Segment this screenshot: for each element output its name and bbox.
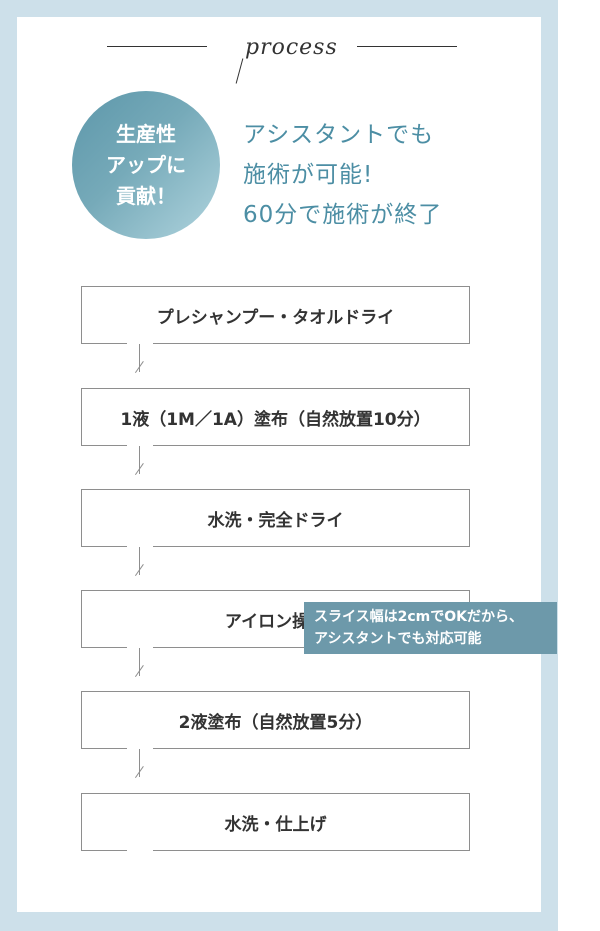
step-gap [127,545,153,549]
section-title: process [227,25,347,85]
flow-arrow-icon [134,547,154,577]
step-gap [127,342,153,346]
process-step-6: 水洗・仕上げ [81,793,470,851]
process-step-label: 2液塗布（自然放置5分） [178,712,373,733]
productivity-badge: 生産性 アップに 貢献！ [72,91,220,239]
process-step-label: 水洗・仕上げ [224,814,327,835]
step-gap [127,747,153,751]
title-line-left [107,46,207,47]
badge-line: 生産性 [116,121,176,146]
step-gap [127,444,153,448]
slice-width-note: スライス幅は2cmでOKだから、 アシスタントでも対応可能 [304,602,557,654]
process-step-3: 水洗・完全ドライ [81,489,470,547]
badge-line: 貢献！ [116,183,176,208]
content-card: process 生産性 アップに 貢献！ アシスタントでも 施術が可能! 60分… [17,17,541,912]
note-line: アシスタントでも対応可能 [314,631,482,647]
badge-line: アップに [106,152,186,177]
process-step-label: プレシャンプー・タオルドライ [156,307,395,328]
step-gap [127,849,153,853]
section-title-text: process [245,35,338,60]
process-step-label: アイロン操作 [224,611,327,632]
flow-arrow-icon [134,648,154,678]
headline: アシスタントでも 施術が可能! 60分で施術が終了 [243,115,442,235]
process-step-label: 1液（1M／1A）塗布（自然放置10分） [120,409,431,430]
headline-line: 施術が可能! [243,162,374,188]
headline-line: アシスタントでも [243,122,435,148]
process-step-label: 水洗・完全ドライ [207,510,344,531]
step-gap [127,646,153,650]
process-step-1: プレシャンプー・タオルドライ [81,286,470,344]
title-line-right [357,46,457,47]
flow-arrow-icon [134,446,154,476]
process-step-2: 1液（1M／1A）塗布（自然放置10分） [81,388,470,446]
note-line: スライス幅は2cmでOKだから、 [314,609,523,625]
flow-arrow-icon [134,344,154,374]
title-flourish [235,58,244,84]
process-step-5: 2液塗布（自然放置5分） [81,691,470,749]
flow-arrow-icon [134,749,154,779]
headline-line: 60分で施術が終了 [243,202,443,228]
